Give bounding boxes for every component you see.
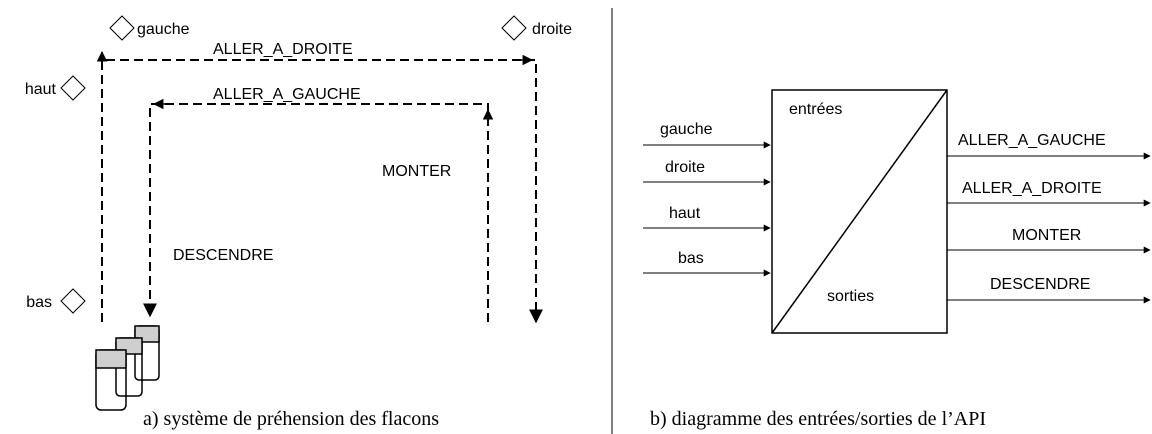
left-panel: gauche droite haut bas ALLER_A_DROITE AL… [25,15,572,430]
caption-a: a) système de préhension des flacons [143,408,439,430]
output-label: DESCENDRE [990,276,1090,293]
api-block [771,89,948,334]
output-label: MONTER [1012,227,1081,244]
sensor-bas-label: bas [26,294,52,311]
input-haut: haut [643,205,771,232]
input-label: droite [665,159,705,176]
output-aller-a-droite: ALLER_A_DROITE [947,180,1151,207]
input-label: haut [669,205,701,222]
output-monter: MONTER [947,227,1151,254]
path-aller-a-gauche [143,103,489,322]
sensor-gauche-diamond [109,15,135,41]
block-label-entrees: entrées [789,101,842,118]
input-label: bas [678,250,704,267]
input-gauche: gauche [643,121,771,149]
input-bas: bas [643,250,771,277]
sensor-haut-label: haut [25,81,57,98]
sensor-droite-label: droite [532,21,572,38]
vials-group [95,325,160,411]
output-descendre: DESCENDRE [947,276,1151,304]
label-aller-a-gauche: ALLER_A_GAUCHE [213,86,361,103]
right-panel: entrées sorties gauche droite haut bas A… [643,89,1151,430]
output-aller-a-gauche: ALLER_A_GAUCHE [947,132,1151,160]
vial-front [95,349,127,411]
output-label: ALLER_A_DROITE [962,180,1102,197]
output-label: ALLER_A_GAUCHE [958,132,1106,149]
sensor-droite-diamond [501,15,527,41]
input-label: gauche [660,121,713,138]
caption-b: b) diagramme des entrées/sorties de l’AP… [650,408,986,430]
input-droite: droite [643,159,771,186]
sensor-gauche-label: gauche [137,21,190,38]
label-aller-a-droite: ALLER_A_DROITE [213,41,353,58]
label-monter: MONTER [382,163,451,180]
sensor-bas-diamond [60,288,86,314]
api-block-diagonal [771,89,948,334]
path-aller-a-droite [101,59,543,324]
block-label-sorties: sorties [827,288,874,305]
sensor-haut-diamond [60,75,86,101]
label-descendre: DESCENDRE [173,247,273,264]
